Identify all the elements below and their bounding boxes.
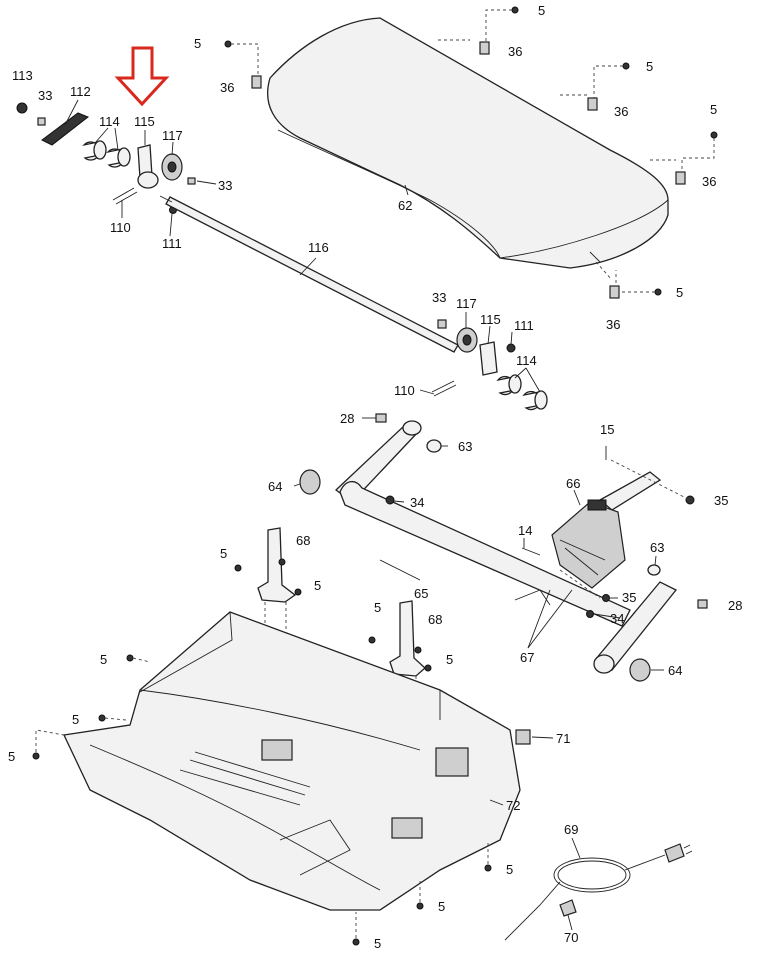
label-34-top: 34 — [410, 495, 424, 510]
label-28-left: 28 — [340, 411, 354, 426]
label-68-left: 68 — [296, 533, 310, 548]
label-33-right: 33 — [432, 290, 446, 305]
label-112: 112 — [70, 84, 91, 99]
label-63-top: 63 — [458, 439, 472, 454]
front-roller-shaft-116 — [159, 195, 459, 353]
label-72: 72 — [506, 798, 520, 813]
highlight-arrow — [114, 46, 170, 107]
label-116: 116 — [308, 240, 329, 255]
label-62: 62 — [398, 198, 412, 213]
label-114-left: 114 — [99, 114, 120, 129]
label-5-upright-d: 5 — [446, 652, 453, 667]
part-labels: 113 33 112 114 115 117 33 110 111 5 36 5… — [8, 3, 742, 951]
label-5-hood-b: 5 — [538, 3, 545, 18]
label-117-left: 117 — [162, 128, 183, 143]
label-113: 113 — [12, 68, 33, 83]
label-5-base-e: 5 — [438, 899, 445, 914]
label-5-base-b: 5 — [72, 712, 79, 727]
label-71: 71 — [556, 731, 570, 746]
power-cord-69 — [504, 843, 693, 941]
label-66: 66 — [566, 476, 580, 491]
label-115-right: 115 — [480, 312, 501, 327]
label-67: 67 — [520, 650, 534, 665]
label-111-left: 111 — [162, 236, 182, 251]
label-117-right: 117 — [456, 296, 477, 311]
label-36-hood-d: 36 — [702, 174, 716, 189]
label-68-right: 68 — [428, 612, 442, 627]
label-5-base-f: 5 — [374, 936, 381, 951]
label-15: 15 — [600, 422, 614, 437]
label-5-hood-e: 5 — [676, 285, 683, 300]
label-5-base-d: 5 — [506, 862, 513, 877]
label-115-left: 115 — [134, 114, 155, 129]
base-pan-72 — [63, 611, 531, 911]
label-110-right: 110 — [394, 383, 415, 398]
frame-fasteners — [299, 413, 708, 682]
label-5-upright-a: 5 — [220, 546, 227, 561]
label-64-left: 64 — [268, 479, 282, 494]
drive-motor-66 — [551, 499, 626, 589]
label-35-bottom: 35 — [622, 590, 636, 605]
label-35-right: 35 — [714, 493, 728, 508]
motor-frame-65 — [334, 420, 678, 674]
label-5-hood-c: 5 — [646, 59, 653, 74]
label-111-right: 111 — [514, 318, 534, 333]
label-36-hood-a: 36 — [220, 80, 234, 95]
label-5-upright-c: 5 — [374, 600, 381, 615]
label-5-base-a: 5 — [100, 652, 107, 667]
label-28-right: 28 — [728, 598, 742, 613]
label-34-bottom: 34 — [610, 611, 624, 626]
label-36-hood-b: 36 — [508, 44, 522, 59]
label-36-hood-e: 36 — [606, 317, 620, 332]
label-114-right: 114 — [516, 353, 537, 368]
label-5-hood-d: 5 — [710, 102, 717, 117]
label-33-left: 33 — [218, 178, 232, 193]
front-roller-hardware-right — [431, 319, 548, 411]
label-5-hood-a: 5 — [194, 36, 201, 51]
leader-lines — [64, 99, 664, 931]
label-69: 69 — [564, 822, 578, 837]
label-5-upright-b: 5 — [314, 578, 321, 593]
label-14: 14 — [518, 523, 532, 538]
label-63-right: 63 — [650, 540, 664, 555]
label-33-top-left: 33 — [38, 88, 52, 103]
label-36-hood-c: 36 — [614, 104, 628, 119]
label-70: 70 — [564, 930, 578, 945]
label-5-base-c: 5 — [8, 749, 15, 764]
label-110-left: 110 — [110, 220, 131, 235]
hood-fasteners — [224, 6, 718, 299]
label-65: 65 — [414, 586, 428, 601]
motor-hood-62 — [267, 17, 669, 269]
base-fasteners — [32, 654, 492, 946]
label-64-right: 64 — [668, 663, 682, 678]
